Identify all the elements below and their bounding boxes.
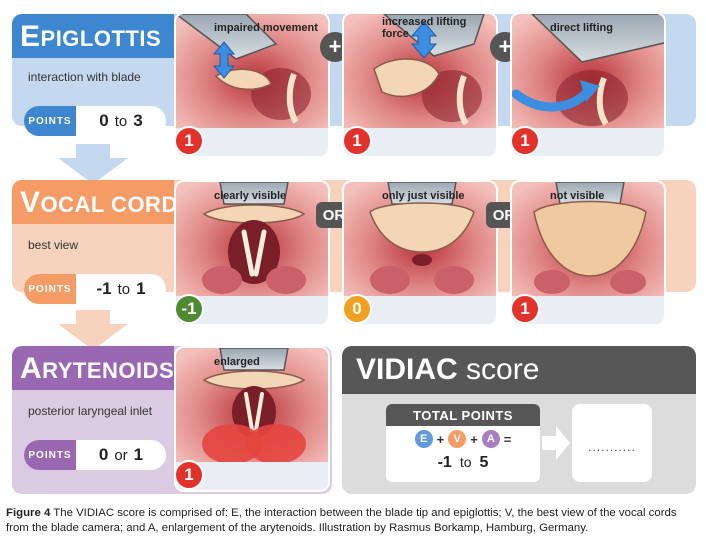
vocal-cords-just-visible-illustration: [344, 182, 496, 300]
vocal-cords-clear-illustration: [176, 182, 328, 300]
points-badge: 1: [176, 126, 204, 156]
arytenoids-enlarged-illustration: [176, 348, 328, 466]
result-placeholder: ...........: [588, 440, 636, 454]
panel-caption-text: enlarged: [214, 356, 260, 368]
right-arrow-icon: [542, 426, 570, 460]
points-badge: -1: [176, 294, 204, 324]
vidiac-score-box: VIDIAC score TOTAL POINTS E + V + A = -1…: [342, 346, 696, 494]
a-letter-badge: A: [481, 430, 500, 448]
arytenoids-subtitle: posterior laryngeal inlet: [28, 404, 153, 418]
points-badge: 1: [176, 460, 204, 490]
points-tag: POINTS: [24, 274, 76, 304]
figure-caption-text: The VIDIAC score is comprised of: E, the…: [6, 507, 677, 534]
down-arrow-icon: [58, 310, 128, 350]
panel-caption-text: not visible: [550, 190, 605, 202]
epiglottis-title: EPIGLOTTIS: [20, 20, 162, 53]
e-letter-badge: E: [414, 430, 433, 448]
points-tag: POINTS: [24, 106, 76, 136]
panel-caption-text: increased lifting force: [382, 16, 467, 40]
down-arrow-icon: [58, 144, 128, 184]
total-points-label: TOTAL POINTS: [386, 404, 540, 426]
v-letter-badge: V: [448, 430, 467, 448]
panel-caption-text: clearly visible: [214, 190, 287, 202]
points-badge: 1: [344, 126, 372, 156]
panel-enlarged: 1 enlarged: [174, 346, 330, 492]
vocal-cords-title-bar: VOCAL CORDS: [12, 180, 193, 224]
epiglottis-direct-lifting-illustration: [512, 14, 664, 132]
arytenoids-title-bar: ARYTENOIDS: [12, 346, 174, 390]
epiglottis-lifting-force-illustration: [344, 14, 496, 132]
score-title: VIDIAC score: [356, 353, 540, 386]
score-result-box: ...........: [572, 404, 652, 482]
epiglottis-title-bar: EPIGLOTTIS: [12, 14, 174, 58]
points-badge: 0: [344, 294, 372, 324]
panel-clearly-visible: -1 clearly visible: [174, 180, 330, 326]
vocal-cords-subtitle: best view: [28, 238, 79, 252]
points-badge: 1: [512, 294, 540, 324]
points-tag: POINTS: [24, 440, 76, 470]
vocal-cords-title: VOCAL CORDS: [20, 186, 194, 219]
figure-caption: Figure 4 The VIDIAC score is comprised o…: [6, 506, 700, 536]
epiglottis-subtitle: interaction with blade: [28, 70, 141, 84]
panel-direct-lifting: 1 direct lifting: [510, 12, 666, 158]
panel-caption-text: direct lifting: [550, 22, 613, 34]
points-badge: 1: [512, 126, 540, 156]
figure-label: Figure 4: [6, 507, 51, 519]
arytenoids-title: ARYTENOIDS: [20, 352, 175, 385]
score-formula: E + V + A =: [386, 430, 540, 448]
panel-impaired-movement: 1 impaired movement: [174, 12, 330, 158]
epiglottis-impaired-illustration: [176, 14, 328, 132]
score-header: VIDIAC score: [342, 346, 696, 394]
panel-caption-text: only just visible: [382, 190, 465, 202]
vocal-cords-not-visible-illustration: [512, 182, 664, 300]
panel-only-just-visible: 0 only just visible: [342, 180, 498, 326]
panel-caption-text: impaired movement: [214, 22, 318, 34]
panel-not-visible: 1 not visible: [510, 180, 666, 326]
panel-increased-lifting-force: 1 increased lifting force: [342, 12, 498, 158]
